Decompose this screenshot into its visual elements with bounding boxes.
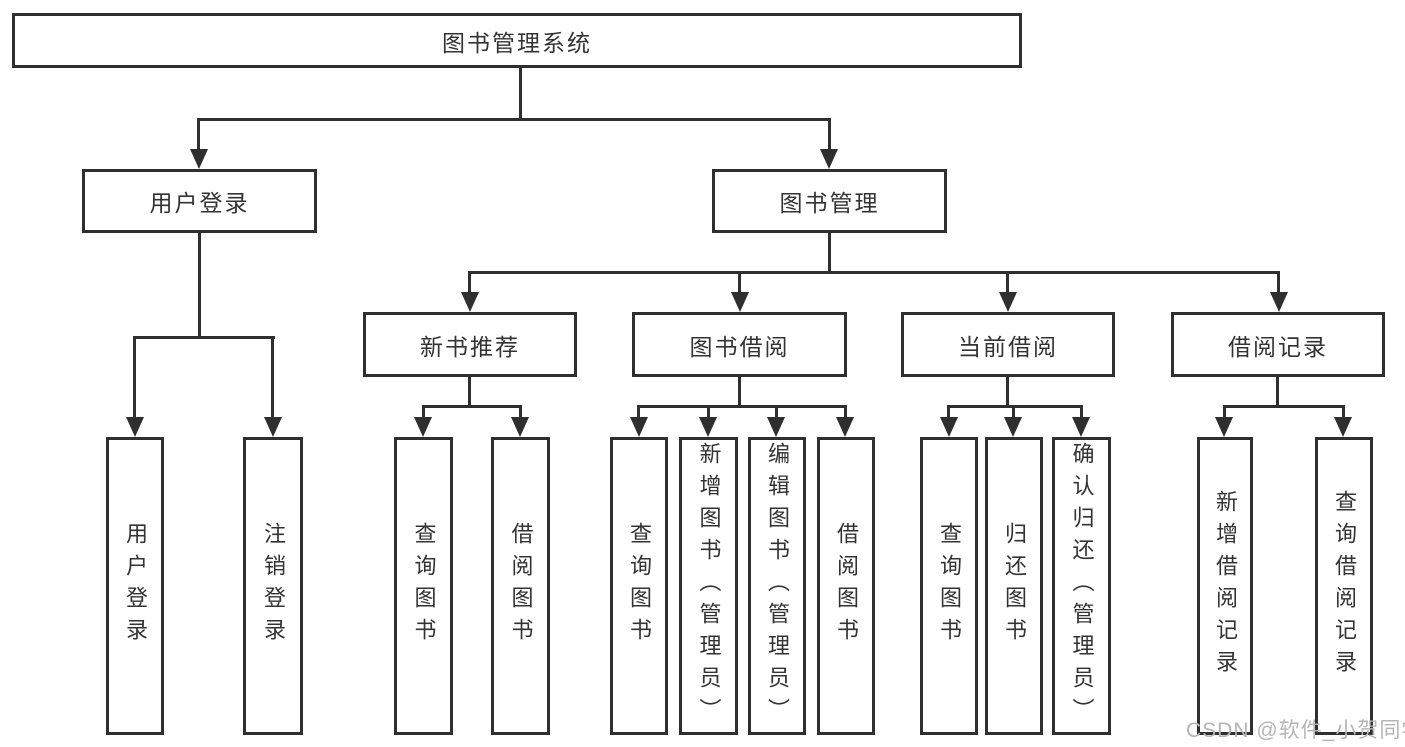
- node-current-borrow: 当前借阅: [901, 312, 1115, 377]
- leaf-user-login-label: 用户登录: [123, 522, 148, 650]
- leaf-cb-query-book-label: 查询图书: [937, 522, 962, 650]
- arrow-down-icon: [731, 292, 749, 312]
- arrow-down-icon: [1072, 417, 1090, 437]
- leaf-nbr-borrow-book: 借阅图书: [491, 437, 550, 735]
- connector-drop-bb-borrow: [844, 407, 847, 419]
- node-root: 图书管理系统: [12, 13, 1022, 68]
- arrow-down-icon: [1270, 292, 1288, 312]
- connector-book-mgmt-stem: [828, 233, 831, 273]
- arrow-down-icon: [820, 149, 838, 169]
- arrow-down-icon: [999, 292, 1017, 312]
- arrow-down-icon: [699, 417, 717, 437]
- connector-drop-br-query: [1342, 407, 1345, 419]
- leaf-bb-query-book-label: 查询图书: [627, 522, 652, 650]
- connector-drop-cb-query: [947, 407, 950, 419]
- connector-drop-user-login: [197, 120, 200, 150]
- connector-drop-book-borrow: [738, 273, 741, 293]
- connector-drop-book-mgmt: [828, 120, 831, 150]
- leaf-br-query-record-label: 查询借阅记录: [1332, 490, 1357, 682]
- connector-book-mgmt-hline: [468, 271, 1280, 274]
- arrow-down-icon: [836, 417, 854, 437]
- leaf-bb-add-book-admin-label: 新增图书（管理员）: [696, 442, 722, 730]
- arrow-down-icon: [126, 417, 144, 437]
- leaf-br-add-record: 新增借阅记录: [1197, 437, 1253, 735]
- leaf-logout: 注销登录: [243, 437, 303, 735]
- leaf-bb-query-book: 查询图书: [610, 437, 668, 735]
- arrow-down-icon: [264, 417, 282, 437]
- connector-drop-cb-confirm: [1080, 407, 1083, 419]
- arrow-down-icon: [1215, 417, 1233, 437]
- leaf-bb-borrow-book-label: 借阅图书: [834, 522, 859, 650]
- arrow-down-icon: [414, 417, 432, 437]
- connector-root-hline: [197, 118, 831, 121]
- arrow-down-icon: [190, 149, 208, 169]
- connector-root-stem: [519, 68, 522, 120]
- node-root-label: 图书管理系统: [442, 29, 592, 56]
- connector-current-borrow-stem: [1006, 377, 1009, 407]
- leaf-bb-add-book-admin: 新增图书（管理员）: [679, 437, 738, 735]
- connector-book-borrow-hline: [637, 405, 847, 408]
- node-borrow-record-label: 借阅记录: [1228, 333, 1328, 360]
- connector-drop-cb-return: [1012, 407, 1015, 419]
- connector-new-book-rec-hline: [422, 405, 522, 408]
- connector-book-borrow-stem: [738, 377, 741, 407]
- connector-drop-leaf-user-login: [133, 338, 136, 418]
- connector-new-book-rec-stem: [468, 377, 471, 407]
- arrow-down-icon: [1004, 417, 1022, 437]
- leaf-bb-borrow-book: 借阅图书: [817, 437, 875, 735]
- leaf-cb-return-book: 归还图书: [985, 437, 1043, 735]
- node-user-login: 用户登录: [82, 169, 317, 233]
- connector-drop-bb-add: [707, 407, 710, 419]
- arrow-down-icon: [511, 417, 529, 437]
- leaf-cb-confirm-return-admin-label: 确认归还（管理员）: [1069, 442, 1095, 730]
- arrow-down-icon: [940, 417, 958, 437]
- leaf-logout-label: 注销登录: [261, 522, 286, 650]
- leaf-bb-edit-book-admin: 编辑图书（管理员）: [748, 437, 806, 735]
- node-borrow-record: 借阅记录: [1171, 312, 1385, 377]
- connector-drop-bb-query: [637, 407, 640, 419]
- csdn-watermark: CSDN @软件_小贺同学: [1186, 719, 1405, 742]
- connector-borrow-record-hline: [1223, 405, 1345, 408]
- node-current-borrow-label: 当前借阅: [958, 333, 1058, 360]
- connector-drop-new-book-rec: [468, 273, 471, 293]
- connector-drop-current-borrow: [1006, 273, 1009, 293]
- connector-borrow-record-stem: [1276, 377, 1279, 407]
- arrow-down-icon: [630, 417, 648, 437]
- connector-drop-borrow-record: [1277, 273, 1280, 293]
- node-new-book-rec-label: 新书推荐: [420, 333, 520, 360]
- connector-drop-nbr-borrow: [519, 407, 522, 419]
- leaf-cb-confirm-return-admin: 确认归还（管理员）: [1052, 437, 1111, 735]
- leaf-nbr-query-book-label: 查询图书: [411, 522, 437, 650]
- connector-drop-nbr-query: [422, 407, 425, 419]
- leaf-cb-return-book-label: 归还图书: [1002, 522, 1027, 650]
- connector-drop-bb-edit: [775, 407, 778, 419]
- leaf-br-query-record: 查询借阅记录: [1315, 437, 1373, 735]
- leaf-cb-query-book: 查询图书: [920, 437, 978, 735]
- leaf-bb-edit-book-admin-label: 编辑图书（管理员）: [765, 442, 790, 730]
- node-book-mgmt: 图书管理: [712, 169, 947, 233]
- arrow-down-icon: [767, 417, 785, 437]
- node-book-mgmt-label: 图书管理: [779, 190, 880, 216]
- node-book-borrow: 图书借阅: [632, 312, 847, 377]
- leaf-br-add-record-label: 新增借阅记录: [1213, 490, 1238, 682]
- connector-drop-br-add: [1223, 407, 1226, 419]
- node-new-book-rec: 新书推荐: [363, 312, 577, 377]
- arrow-down-icon: [1334, 417, 1352, 437]
- leaf-nbr-borrow-book-label: 借阅图书: [508, 522, 534, 650]
- node-user-login-label: 用户登录: [149, 190, 250, 216]
- leaf-user-login: 用户登录: [106, 437, 164, 735]
- node-book-borrow-label: 图书借阅: [689, 333, 790, 360]
- connector-user-login-hline: [133, 336, 275, 339]
- leaf-nbr-query-book: 查询图书: [394, 437, 453, 735]
- connector-current-borrow-hline: [947, 405, 1083, 408]
- arrow-down-icon: [461, 292, 479, 312]
- connector-drop-leaf-logout: [271, 338, 274, 418]
- connector-user-login-stem: [198, 233, 201, 337]
